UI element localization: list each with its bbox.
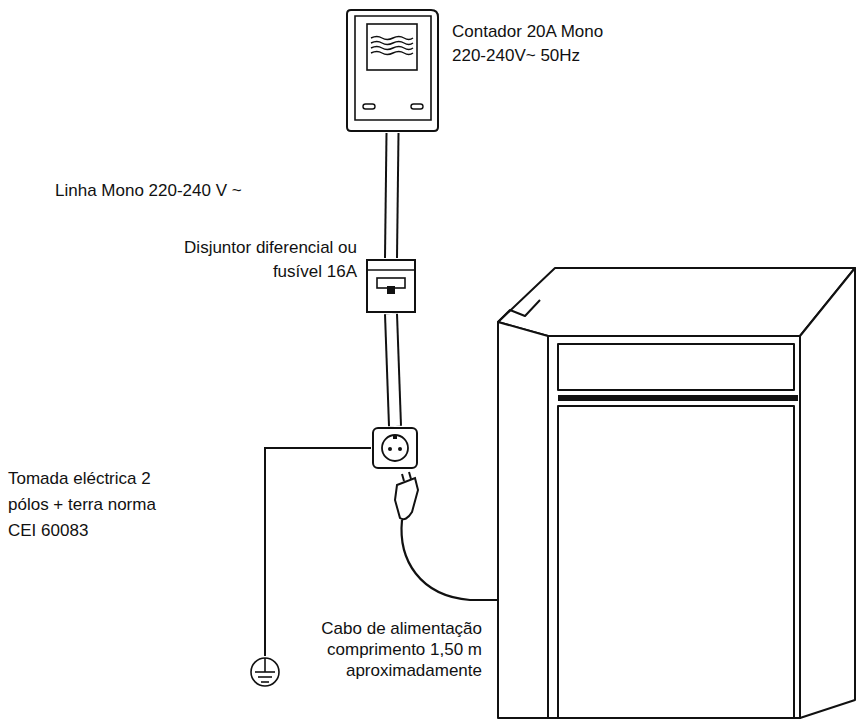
- wall-socket: Tomada eléctrica 2 pólos + terra norma C…: [371, 426, 419, 470]
- wall-socket-shape: [371, 426, 419, 470]
- supply-cable: [391, 314, 395, 426]
- circuit-breaker: Disjuntor diferencial ou fusível 16A: [365, 258, 417, 314]
- oven: [498, 268, 855, 718]
- supply-cable: [391, 133, 393, 258]
- electric-meter: Contador 20A Mono 220-240V~ 50Hz: [345, 8, 440, 133]
- earth-symbol: [251, 658, 279, 686]
- plug: [395, 472, 418, 519]
- power-cable: [402, 520, 497, 600]
- line-label: Linha Mono 220-240 V ~: [55, 180, 295, 202]
- cable-note: Cabo de alimentação comprimento 1,50 m a…: [316, 618, 482, 681]
- node-label: Disjuntor diferencial ou fusível 16A: [181, 236, 357, 284]
- electric-meter-shape: [345, 8, 440, 133]
- circuit-breaker-shape: [365, 258, 417, 314]
- node-label: Contador 20A Mono 220-240V~ 50Hz: [452, 20, 632, 68]
- node-label: Tomada eléctrica 2 pólos + terra norma C…: [8, 466, 166, 544]
